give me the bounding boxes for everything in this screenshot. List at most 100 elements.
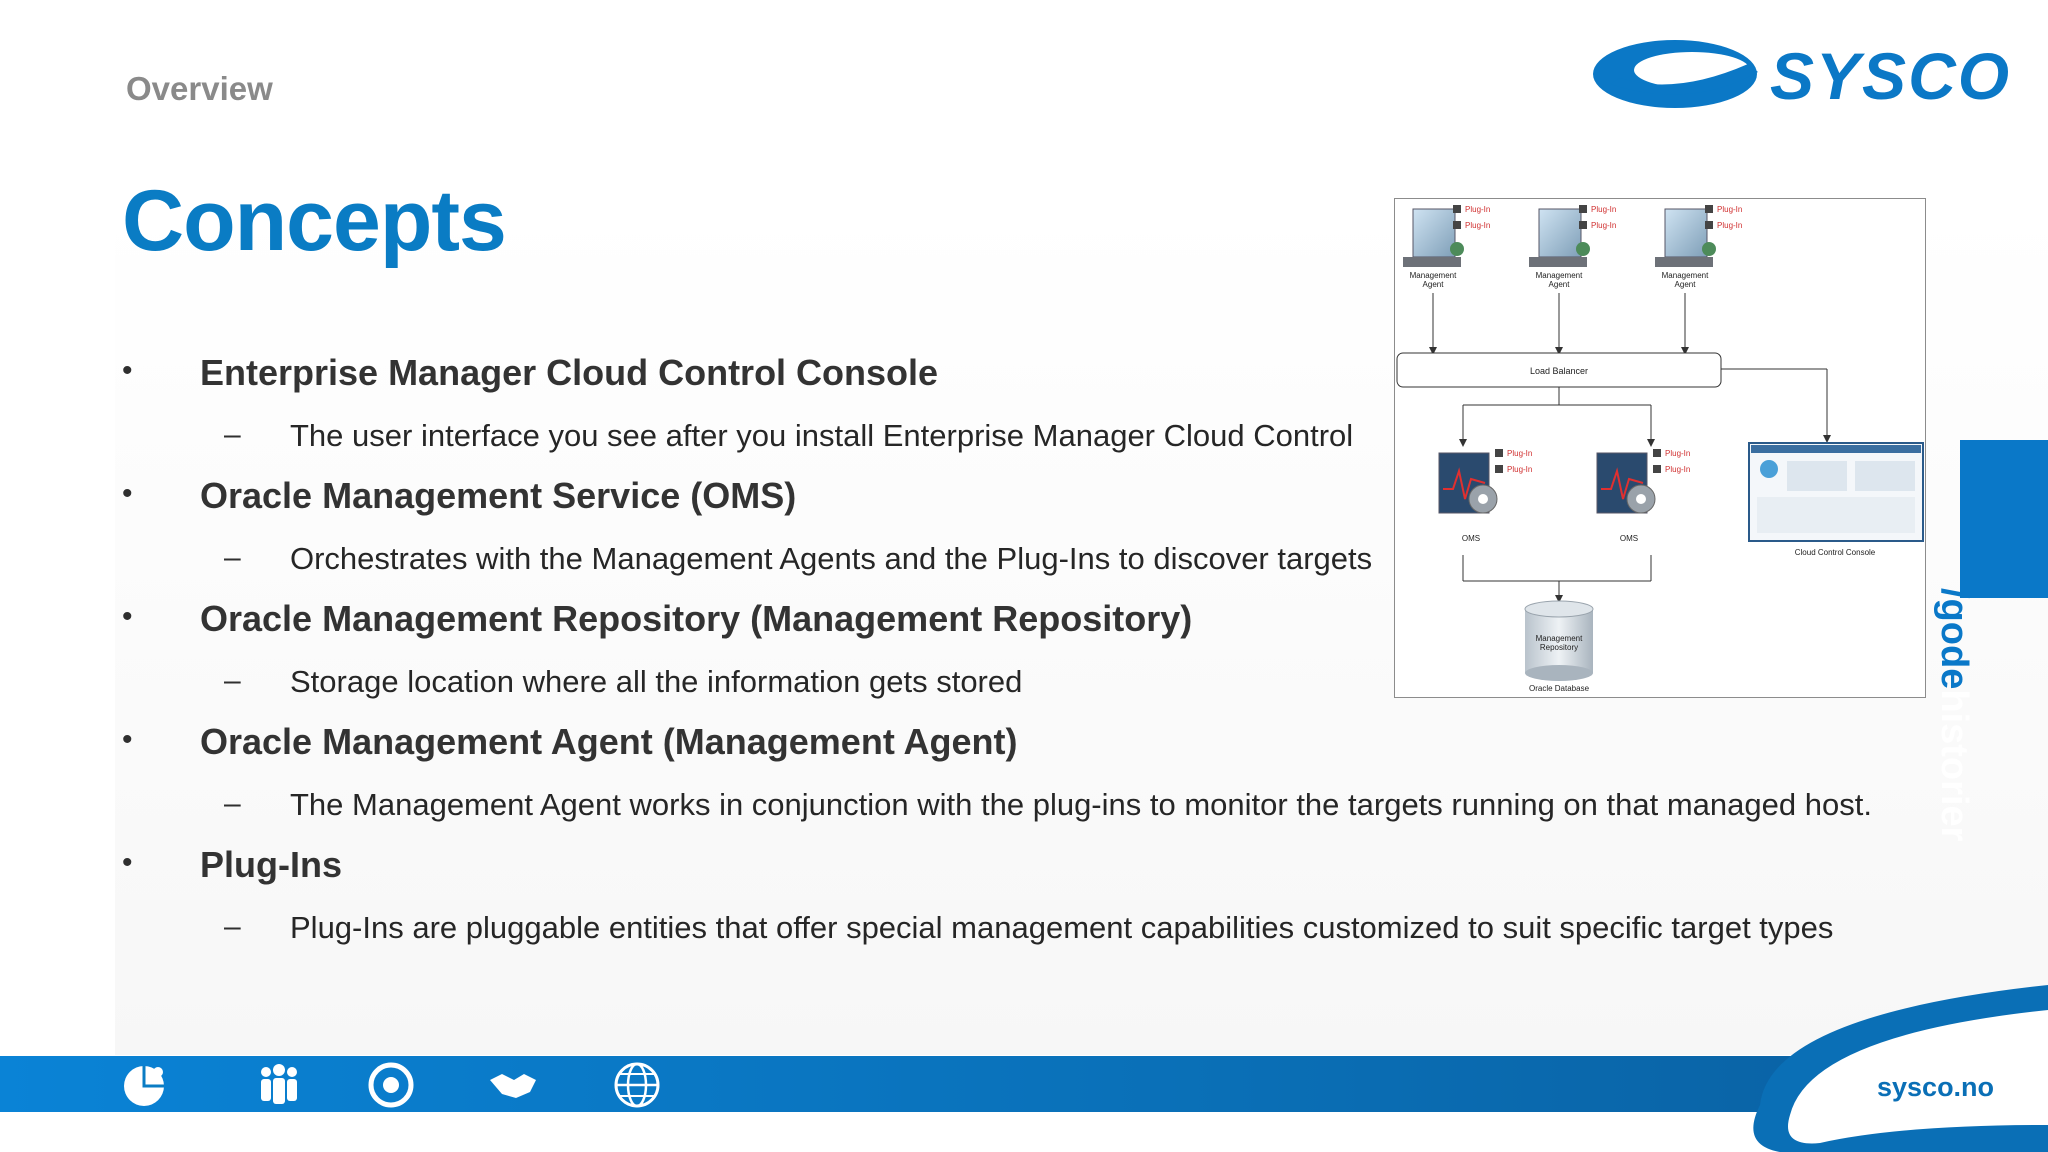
footer-bar	[0, 1056, 2048, 1112]
plugin-label: Plug-In	[1465, 205, 1490, 214]
repository-label: Management	[1536, 634, 1583, 643]
dash-marker: –	[224, 418, 241, 451]
bullet-title: Oracle Management Service (OMS)	[200, 475, 797, 516]
oms-chart-icon	[1601, 467, 1644, 500]
logo-swirl-cut	[1610, 64, 1758, 95]
dash-marker: –	[224, 910, 241, 943]
agent-label: Management	[1536, 271, 1583, 280]
bullet-detail: The user interface you see after you ins…	[290, 418, 1354, 453]
plugin-label: Plug-In	[1717, 205, 1742, 214]
plugin-icon	[1579, 205, 1587, 213]
dash-marker: –	[224, 787, 241, 820]
page-title: Concepts	[122, 173, 507, 269]
bullet-detail: The Management Agent works in conjunctio…	[290, 787, 1872, 822]
agent-host-2: Plug-In Plug-In Management Agent	[1529, 205, 1616, 289]
team-icon	[261, 1064, 297, 1104]
section-label: Overview	[126, 70, 273, 107]
list-subitem: – The user interface you see after you i…	[122, 410, 1922, 471]
architecture-diagram: Plug-In Plug-In Management Agent Plug-In…	[1394, 198, 1926, 698]
plugin-label: Plug-In	[1507, 449, 1532, 458]
console-panel-icon	[1787, 461, 1847, 491]
target-icon	[368, 1062, 414, 1108]
plugin-label: Plug-In	[1465, 221, 1490, 230]
list-item: • Oracle Management Service (OMS)	[122, 471, 1922, 533]
list-subitem: – The Management Agent works in conjunct…	[122, 779, 1922, 840]
plugin-label: Plug-In	[1591, 205, 1616, 214]
plugin-icon	[1653, 449, 1661, 457]
plugin-icon	[1653, 465, 1661, 473]
database-label: Oracle Database	[1529, 684, 1590, 693]
bullet-marker: •	[122, 477, 133, 510]
globe-icon	[614, 1062, 660, 1108]
agent-person-icon	[1576, 242, 1590, 256]
plugin-icon	[1705, 221, 1713, 229]
bullet-detail: Plug-Ins are pluggable entities that off…	[290, 910, 1834, 945]
agent-label: Agent	[1675, 280, 1697, 289]
side-tab-part1: /gode	[1933, 588, 1975, 690]
console-header-icon	[1751, 445, 1921, 453]
database-icon	[1524, 600, 1594, 618]
bullet-title: Plug-Ins	[200, 844, 342, 885]
cloud-control-console: Cloud Control Console	[1748, 442, 1924, 557]
agent-monitor-icon	[1664, 208, 1708, 258]
plugin-icon	[1579, 221, 1587, 229]
list-item: • Oracle Management Repository (Manageme…	[122, 594, 1922, 656]
console-panel-icon	[1855, 461, 1915, 491]
bullet-title: Enterprise Manager Cloud Control Console	[200, 352, 939, 393]
agent-host-3: Plug-In Plug-In Management Agent	[1655, 205, 1742, 289]
oms-label: OMS	[1462, 534, 1480, 543]
database-icon	[1525, 665, 1593, 681]
oms-chart-icon	[1443, 467, 1486, 500]
plugin-icon	[1453, 221, 1461, 229]
list-item: • Oracle Management Agent (Management Ag…	[122, 717, 1922, 779]
side-tab-text: /godehistorier	[1932, 588, 1975, 848]
bullet-marker: •	[122, 354, 133, 387]
footer-url[interactable]: sysco.no	[1877, 1072, 1995, 1102]
agent-monitor-icon	[1538, 208, 1582, 258]
plugin-label: Plug-In	[1665, 449, 1690, 458]
agent-person-icon	[1450, 242, 1464, 256]
agent-person-icon	[1702, 242, 1716, 256]
swoosh-decoration	[1753, 985, 2048, 1152]
sysco-logo	[1593, 40, 1758, 108]
list-subitem: – Orchestrates with the Management Agent…	[122, 533, 1922, 594]
plugin-label: Plug-In	[1507, 465, 1532, 474]
puzzle-icon	[124, 1066, 164, 1106]
agent-label: Agent	[1549, 280, 1571, 289]
side-tab-part2: historier	[1933, 689, 1975, 842]
plugin-label: Plug-In	[1591, 221, 1616, 230]
bullet-title: Oracle Management Agent (Management Agen…	[200, 721, 1018, 762]
plugin-label: Plug-In	[1665, 465, 1690, 474]
architecture-diagram-svg: Plug-In Plug-In Management Agent Plug-In…	[1396, 205, 1924, 693]
dash-marker: –	[224, 541, 241, 574]
agent-monitor-icon	[1412, 208, 1456, 258]
handshake-icon	[490, 1074, 536, 1098]
console-label: Cloud Control Console	[1795, 548, 1876, 557]
agent-label: Management	[1662, 271, 1709, 280]
list-item: • Plug-Ins	[122, 840, 1922, 902]
list-subitem: – Plug-Ins are pluggable entities that o…	[122, 902, 1922, 963]
database-icon	[1525, 609, 1593, 673]
agent-label: Management	[1410, 271, 1457, 280]
plugin-icon	[1495, 465, 1503, 473]
load-balancer-label: Load Balancer	[1530, 366, 1588, 376]
console-pie-icon	[1760, 460, 1778, 478]
dash-marker: –	[224, 664, 241, 697]
plugin-label: Plug-In	[1717, 221, 1742, 230]
repository-label: Repository	[1540, 643, 1578, 652]
side-tab	[1960, 440, 2048, 598]
agent-host-1: Plug-In Plug-In Management Agent	[1403, 205, 1490, 289]
bullet-marker: •	[122, 723, 133, 756]
plugin-icon	[1453, 205, 1461, 213]
agent-base-icon	[1529, 257, 1587, 267]
oms-gear-icon	[1636, 494, 1646, 504]
logo-text: SYSCO	[1770, 39, 2012, 113]
oms-server-1: Plug-In Plug-In OMS	[1438, 449, 1532, 543]
bullet-marker: •	[122, 600, 133, 633]
plugin-icon	[1705, 205, 1713, 213]
bullet-marker: •	[122, 846, 133, 879]
plugin-icon	[1495, 449, 1503, 457]
bullet-title: Oracle Management Repository (Management…	[200, 598, 1193, 639]
management-repository-db: Management Repository Oracle Database	[1524, 600, 1594, 693]
list-item: • Enterprise Manager Cloud Control Conso…	[122, 348, 1922, 410]
